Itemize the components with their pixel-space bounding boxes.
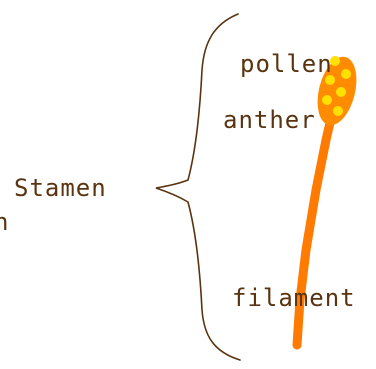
- filament-label: filament: [232, 284, 356, 312]
- pollen-label: pollen: [240, 50, 333, 78]
- edge-fragment-label: n: [0, 208, 9, 236]
- anther-label: anther: [223, 106, 316, 134]
- stamen-label: Stamen: [14, 174, 107, 202]
- stamen-bracket: [156, 14, 240, 360]
